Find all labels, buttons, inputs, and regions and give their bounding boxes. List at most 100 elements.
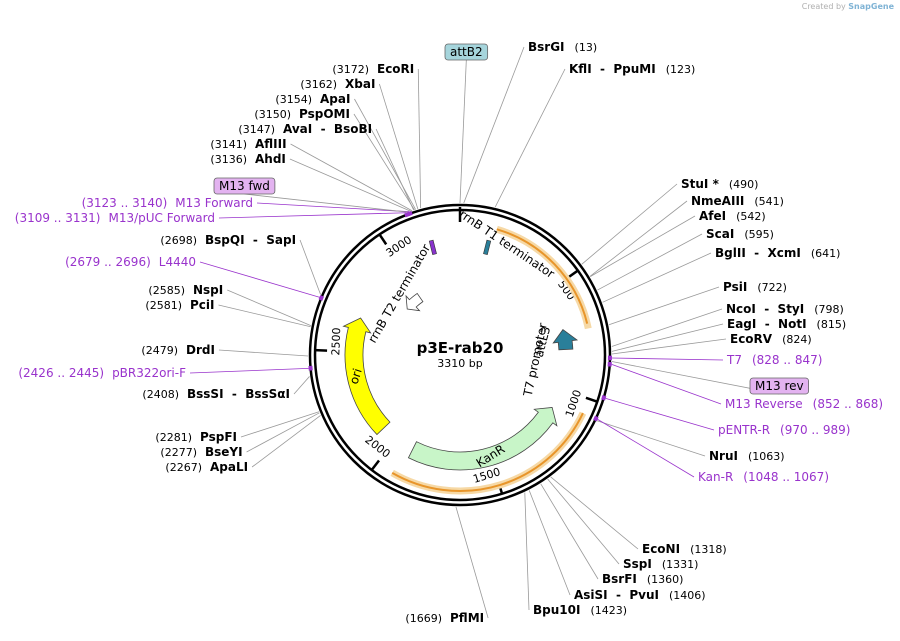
site-position: (2581) [145,299,182,312]
leader-line [463,46,525,204]
site-labels: (3172) EcoRI(3162)XbaI(3154)ApaI(3150)Psp… [15,40,883,625]
site-apai[interactable]: (3154)ApaI [275,92,350,106]
site-name: PsiI [723,280,747,294]
primer-kan-r[interactable]: Kan-R(1048 .. 1067) [698,470,829,484]
primer-t7[interactable]: T7(828 .. 847) [726,353,822,367]
site-apali[interactable]: (2267)ApaLI [165,460,248,474]
site-stui[interactable]: StuI *(490) [681,177,758,191]
primer-l4440[interactable]: L4440 (2679 .. 2696) [65,255,196,269]
box-label: attB2 [450,45,483,59]
site-position: (3150) [254,108,291,121]
site-name: EcoRI [377,62,414,76]
site-pflmi[interactable]: (1669)PflMI [405,611,484,625]
primer-leader [605,398,715,431]
leader-line [589,200,688,277]
site-name: AsiSI - PvuI [574,588,659,602]
primer-name: L4440 [159,255,196,269]
site-position: (3172) [332,63,369,76]
primer-mark [601,395,607,401]
site-afliii[interactable]: (3141)AflIII [210,137,286,151]
feature-attl3[interactable] [552,329,579,351]
site-ahdi[interactable]: (3136)AhdI [210,152,285,166]
site-name: EcoRV [730,332,773,346]
primer-range: (852 .. 868) [813,397,883,411]
primer-name: pENTR-R [718,423,770,437]
site-psii[interactable]: PsiI(722) [723,280,787,294]
site-bglii-xcmi[interactable]: BglII - XcmI (641) [715,246,840,260]
site-bsrgi[interactable]: BsrGI(13) [528,40,597,54]
site-name: DrdI [186,343,215,357]
site-xbai[interactable]: (3162)XbaI [300,77,375,91]
primer-m13-forward[interactable]: M13 Forward(3123 .. 3140) [82,196,253,210]
tick-3000 [378,233,388,246]
feature-kanr[interactable] [407,406,558,471]
feature-ori[interactable] [342,317,391,436]
site-ecori[interactable]: (3172) EcoRI [332,62,414,76]
site-drdi[interactable]: (2479)DrdI [141,343,215,357]
leader-line [246,412,320,453]
site-position: (641) [811,247,841,260]
site-pspfi[interactable]: (2281)PspFI [155,430,237,444]
site-name: BglII - XcmI [715,246,801,260]
primer-name: M13/pUC Forward [108,211,215,225]
site-position: (542) [736,210,766,223]
site-pcii[interactable]: (2581)PciI [145,298,214,312]
site-scai[interactable]: ScaI(595) [706,227,774,241]
box-m13-fwd[interactable]: M13 fwd [213,177,276,195]
site-afei[interactable]: AfeI(542) [699,209,766,223]
site-bsrfi[interactable]: BsrFI (1360) [602,572,683,586]
primer-m13-puc-forward[interactable]: M13/pUC Forward(3109 .. 3131) [15,211,215,225]
site-pspomi[interactable]: (3150)PspOMI [254,107,350,121]
leader-line [227,289,312,326]
site-asisi-pvui[interactable]: AsiSI - PvuI(1406) [574,588,706,602]
leader-line [547,478,620,565]
feature-t2-arrow[interactable] [405,292,424,312]
site-name: NruI [709,449,738,463]
site-avai-bsobi[interactable]: (3147)AvaI - BsoBI [238,122,372,136]
box-m13-rev[interactable]: M13 rev [749,377,809,395]
site-bseyi[interactable]: (2277)BseYI [160,445,242,459]
site-name: NmeAIII [691,194,744,208]
tick-label-2500: 2500 [329,327,343,355]
site-kfli-ppumi[interactable]: KflI - PpuMI(123) [569,62,695,76]
site-nrui[interactable]: NruI(1063) [709,449,785,463]
feature-t2-arrow-shape [405,292,424,312]
box-leader [459,59,467,204]
site-eagi-noti[interactable]: EagI - NotI(815) [727,317,846,331]
primer-range: (2679 .. 2696) [65,255,151,269]
leader-line [597,233,703,291]
primer-pbr322ori-f[interactable]: pBR322ori-F(2426 .. 2445) [18,366,186,380]
site-nmeaiii[interactable]: NmeAIII(541) [691,194,784,208]
site-name: BsrFI [602,572,637,586]
leader-line [528,490,571,596]
primer-pentr-r[interactable]: pENTR-R(970 .. 989) [718,423,850,437]
site-ncoi-styi[interactable]: NcoI - StyI(798) [726,302,844,316]
site-nspi[interactable]: (2585)NspI [148,283,223,297]
leader-line [611,338,727,355]
site-sspi[interactable]: SspI(1331) [623,557,698,571]
site-bsssi-bsss-i[interactable]: (2408)BssSI - BssSαI [142,387,290,401]
feature-label-ori: ori [347,367,365,386]
orf-arc-2 [391,412,584,492]
primer-m13-reverse[interactable]: M13 Reverse(852 .. 868) [725,397,883,411]
site-position: (1360) [647,573,684,586]
site-bspqi-sapi[interactable]: (2698)BspQI - SapI [160,233,296,247]
site-name: BssSI - BssSαI [187,387,290,401]
site-position: (798) [814,303,844,316]
site-ecorv[interactable]: EcoRV (824) [730,332,812,346]
site-position: (824) [782,333,812,346]
box-frame [749,377,809,395]
leader-line [299,239,321,295]
leader-line [379,83,419,210]
site-position: (490) [729,178,759,191]
site-econi[interactable]: EcoNI(1318) [642,542,727,556]
primer-range: (2426 .. 2445) [18,366,104,380]
primer-mark [593,415,599,422]
leader-line [455,506,489,619]
site-position: (3147) [238,123,275,136]
box-attb2[interactable]: attB2 [444,43,489,61]
primer-mark [318,295,325,301]
site-bpu10i[interactable]: Bpu10I(1423) [533,603,627,617]
site-position: (815) [817,318,847,331]
